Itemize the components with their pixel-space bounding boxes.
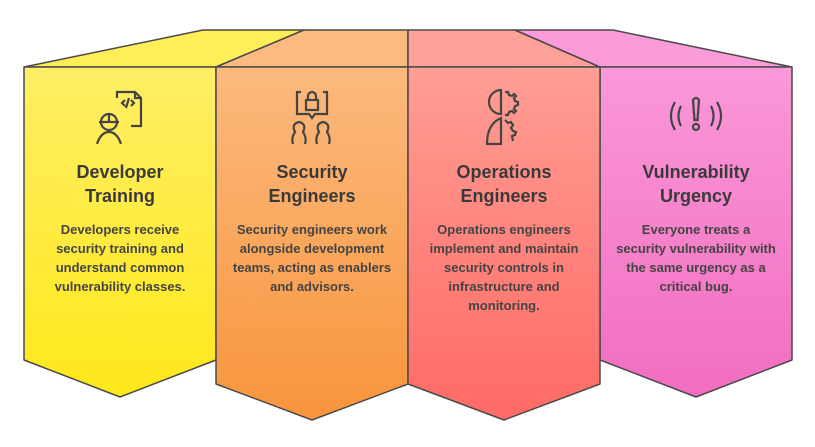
alert-signal-icon [669,96,723,132]
column-description: Operations engineers implement and maint… [429,222,579,313]
column-red [407,66,601,421]
column-description: Developers receive security training and… [54,222,186,294]
column-description: Security engineers work alongside develo… [232,222,392,294]
column-yellow [23,66,217,398]
column-orange [215,66,409,421]
column-description: Everyone treats a security vulnerability… [616,222,776,294]
developer-code-icon [95,90,143,145]
security-lock-team-icon [291,90,331,145]
operations-gear-icon [485,88,520,146]
